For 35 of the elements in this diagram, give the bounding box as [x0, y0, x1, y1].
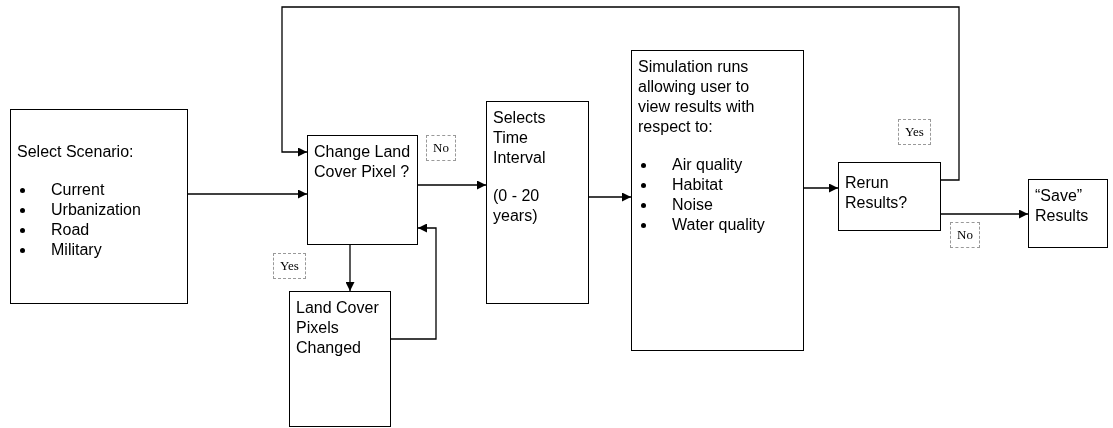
arrow [281, 6, 960, 181]
box-text: Select Scenario: [17, 142, 135, 162]
box-text: “Save” Results [1035, 186, 1090, 226]
process-box [307, 135, 418, 245]
list-item: Water quality [638, 215, 797, 235]
process-box [631, 50, 804, 351]
edge-label: Yes [273, 253, 306, 279]
process-box [10, 109, 188, 304]
process-box [486, 101, 589, 304]
arrow [345, 244, 355, 292]
arrow [803, 183, 839, 193]
edge-label: No [950, 222, 980, 248]
arrow [588, 192, 632, 202]
arrow [390, 223, 437, 340]
edge-label: No [426, 135, 456, 161]
box-text: Rerun Results? [845, 173, 909, 213]
list-item: Road [17, 220, 181, 240]
box-text: Land Cover Pixels Changed [296, 298, 380, 358]
box-text: Selects Time Interval [493, 108, 547, 168]
process-box [289, 291, 391, 427]
process-box [1028, 179, 1108, 248]
list-item: Air quality [638, 155, 797, 175]
arrow [940, 209, 1029, 219]
list-item: Noise [638, 195, 797, 215]
arrow [187, 189, 308, 199]
list-item: Military [17, 240, 181, 260]
process-box [838, 162, 941, 231]
list-item: Urbanization [17, 200, 181, 220]
edge-label: Yes [898, 119, 931, 145]
arrow [417, 180, 487, 190]
list-item: Habitat [638, 175, 797, 195]
box-text: Change Land Cover Pixel ? [314, 142, 411, 182]
box-text: (0 - 20 years) [493, 186, 541, 226]
box-text: Simulation runs allowing user to view results with respect to: [638, 57, 756, 137]
list-item: Current [17, 180, 181, 200]
